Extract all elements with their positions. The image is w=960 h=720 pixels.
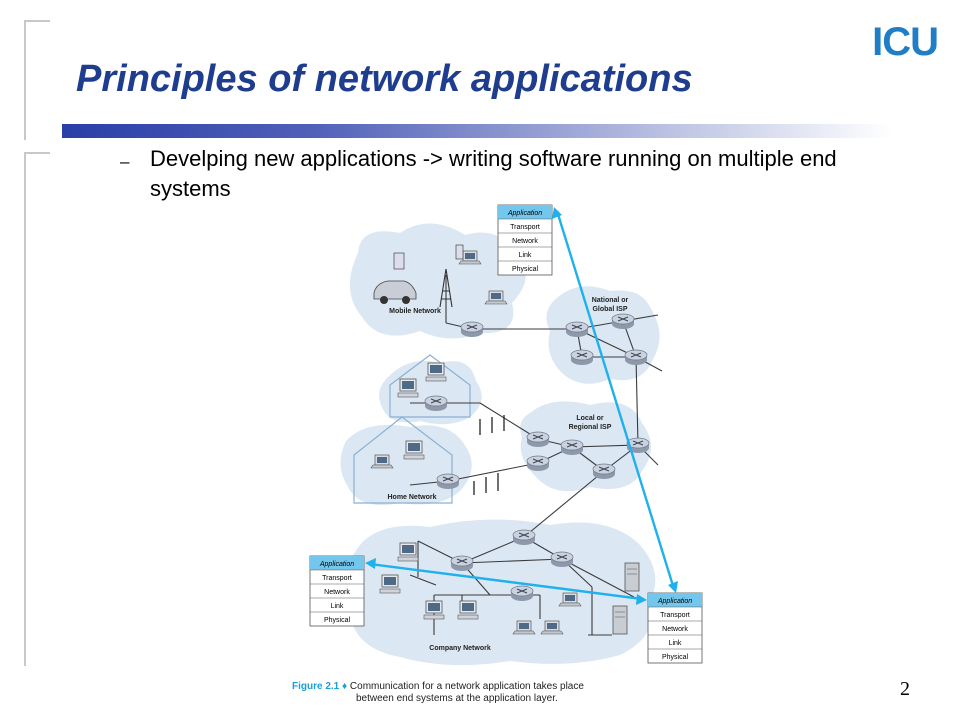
server-icon <box>624 562 640 592</box>
router-icon <box>560 439 584 456</box>
mobile-pda-icon <box>393 252 405 270</box>
home-network-cloud-upper <box>379 360 482 425</box>
home-pc-icon <box>403 440 425 460</box>
local-isp-label-line1: Local or <box>576 415 604 422</box>
national-isp-label-line2: Global ISP <box>592 306 627 313</box>
protocol-stack-left: Application Transport Network Link Physi… <box>309 555 365 627</box>
stack-layer-transport: Transport <box>322 575 352 582</box>
network-diagram: Mobile Network National or Global ISP Lo… <box>290 195 710 675</box>
router-icon <box>450 555 474 572</box>
wireless-access-point-icon <box>510 585 534 602</box>
stack-layer-network: Network <box>512 238 538 245</box>
home-network-label: Home Network <box>387 494 436 501</box>
mobile-phone-icon <box>455 244 464 260</box>
local-isp-label-line2: Regional ISP <box>569 424 612 431</box>
upper-house-outline <box>389 354 471 418</box>
figure-caption: Figure 2.1 ♦ Communication for a network… <box>292 681 584 704</box>
stack-layer-transport: Transport <box>510 224 540 231</box>
home-pc-icon <box>425 362 447 382</box>
modem-icon <box>436 473 460 490</box>
national-isp-label-line1: National or <box>592 297 629 304</box>
router-icon <box>512 529 536 546</box>
stack-layer-application: Application <box>319 561 354 568</box>
home-pc-icon <box>397 378 419 398</box>
stack-layer-physical: Physical <box>324 617 351 624</box>
cell-tower-icon <box>439 268 453 308</box>
router-icon <box>570 349 594 366</box>
slide-title: Principles of network applications <box>76 58 693 100</box>
router-icon <box>424 395 448 412</box>
cmts-icon <box>526 455 550 472</box>
company-pc-icon <box>379 574 401 594</box>
router-icon <box>460 321 484 338</box>
mobile-network-cloud <box>349 223 526 339</box>
company-pc-icon <box>423 600 445 620</box>
router-icon <box>550 551 574 568</box>
title-underline-bar <box>62 124 892 138</box>
company-pc-icon <box>397 542 419 562</box>
stack-layer-network: Network <box>324 589 350 596</box>
bullet-marker: – <box>120 152 130 171</box>
stack-layer-link: Link <box>669 640 682 647</box>
server-icon <box>612 605 628 635</box>
page-number: 2 <box>900 678 910 700</box>
stack-layer-physical: Physical <box>512 266 539 273</box>
left-frame-bar-top <box>24 20 50 140</box>
company-pc-icon <box>457 600 479 620</box>
stack-layer-application: Application <box>657 598 692 605</box>
car-icon <box>373 280 417 304</box>
figure-caption-line2: between end systems at the application l… <box>356 693 558 704</box>
company-network-label: Company Network <box>429 645 491 652</box>
stack-layer-link: Link <box>331 603 344 610</box>
figure-caption-label: Figure 2.1 <box>292 681 340 692</box>
mobile-network-label: Mobile Network <box>389 308 441 315</box>
stack-layer-physical: Physical <box>662 654 689 661</box>
stack-layer-transport: Transport <box>660 612 690 619</box>
protocol-stack-right: Application Transport Network Link Physi… <box>647 592 703 664</box>
protocol-stack-top: Application Transport Network Link Physi… <box>497 204 553 276</box>
dslam-icon <box>526 431 550 448</box>
stack-layer-application: Application <box>507 210 542 217</box>
router-icon <box>611 313 635 330</box>
utility-poles <box>473 415 505 495</box>
stack-layer-network: Network <box>662 626 688 633</box>
bullet-text: Develping new applications -> writing so… <box>150 146 837 201</box>
stack-layer-link: Link <box>519 252 532 259</box>
figure-caption-line1: Communication for a network application … <box>349 681 584 692</box>
icu-logo: ICU <box>872 20 939 64</box>
router-icon <box>565 321 589 338</box>
company-network-cloud <box>342 519 656 666</box>
left-frame-bar-bottom <box>24 152 50 666</box>
router-icon <box>624 349 648 366</box>
figure-caption-marker: ♦ <box>342 681 348 692</box>
application-layer-arrows <box>365 207 678 605</box>
router-icon <box>592 463 616 480</box>
